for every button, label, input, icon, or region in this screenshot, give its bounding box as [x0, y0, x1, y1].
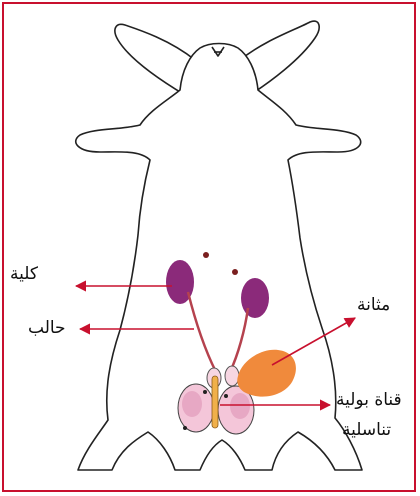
urogenital-label-line2: تناسلية	[342, 420, 391, 440]
dot	[203, 390, 207, 394]
left-testis-inner	[182, 391, 202, 417]
dot	[203, 252, 209, 258]
dot	[224, 394, 228, 398]
gland	[225, 366, 239, 386]
kidney-label: كلية	[10, 264, 38, 284]
urogenital-label-line1: قناة بولية	[336, 390, 402, 410]
dot	[183, 426, 187, 430]
bladder-label: مثانة	[357, 295, 390, 315]
dot	[232, 269, 238, 275]
right-kidney	[241, 278, 269, 318]
urogenital-duct	[212, 376, 218, 428]
right-testis-inner	[230, 393, 250, 419]
ureter-label: حالب	[28, 318, 66, 338]
